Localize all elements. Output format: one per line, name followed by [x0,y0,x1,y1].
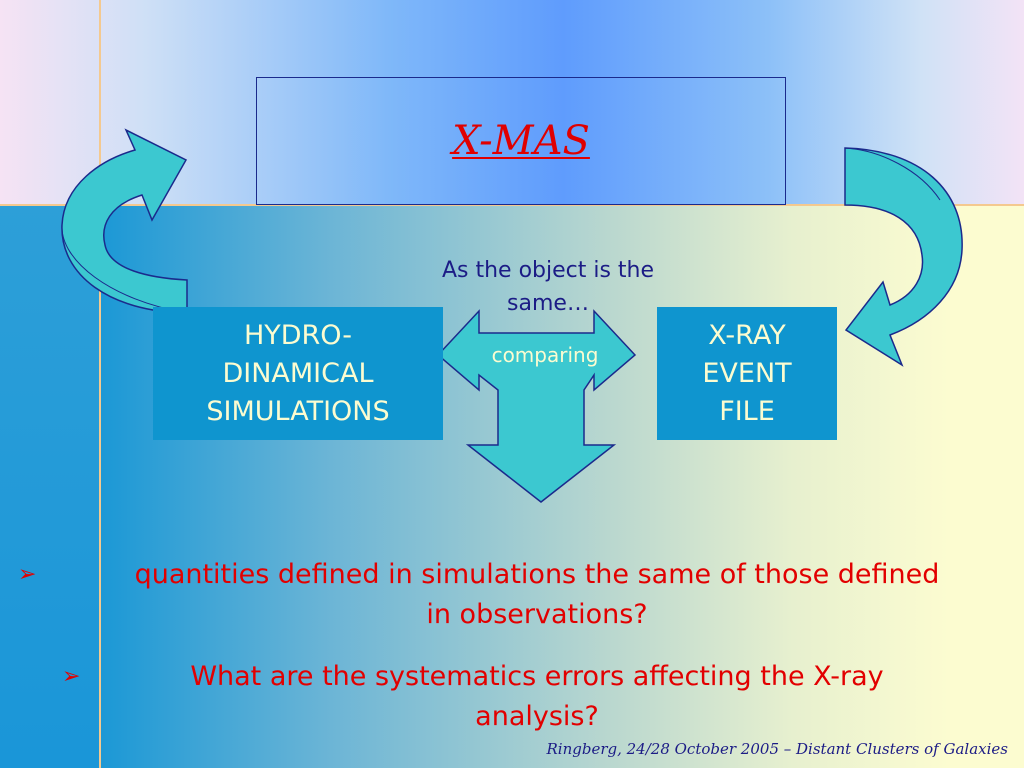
note-text: As the object is the same… [441,258,655,316]
background-left-strip [0,205,100,768]
hydro-simulations-box: HYDRO- DINAMICAL SIMULATIONS [153,307,443,440]
xray-event-file-box: X-RAY EVENT FILE [657,307,837,440]
vertical-divider-line [99,0,101,768]
left-curved-arrow [61,128,188,314]
title-box: X-MAS [256,77,786,205]
bullet-text: quantities defined in simulations the sa… [134,559,940,630]
comparing-label: comparing [491,343,599,367]
bullet-text: What are the systematics errors affectin… [190,661,884,732]
footer-text: Ringberg, 24/28 October 2005 – Distant C… [546,740,1009,758]
xray-event-file-label: X-RAY EVENT FILE [702,319,792,427]
horizontal-divider-line [0,204,1024,206]
hydro-simulations-label: HYDRO- DINAMICAL SIMULATIONS [206,319,390,427]
page-title: X-MAS [452,118,590,164]
arrow-bullet-icon: ➢ [18,562,37,587]
arrow-bullet-icon: ➢ [62,664,81,689]
right-curved-arrow [844,147,963,367]
comparing-arrow [436,309,637,503]
